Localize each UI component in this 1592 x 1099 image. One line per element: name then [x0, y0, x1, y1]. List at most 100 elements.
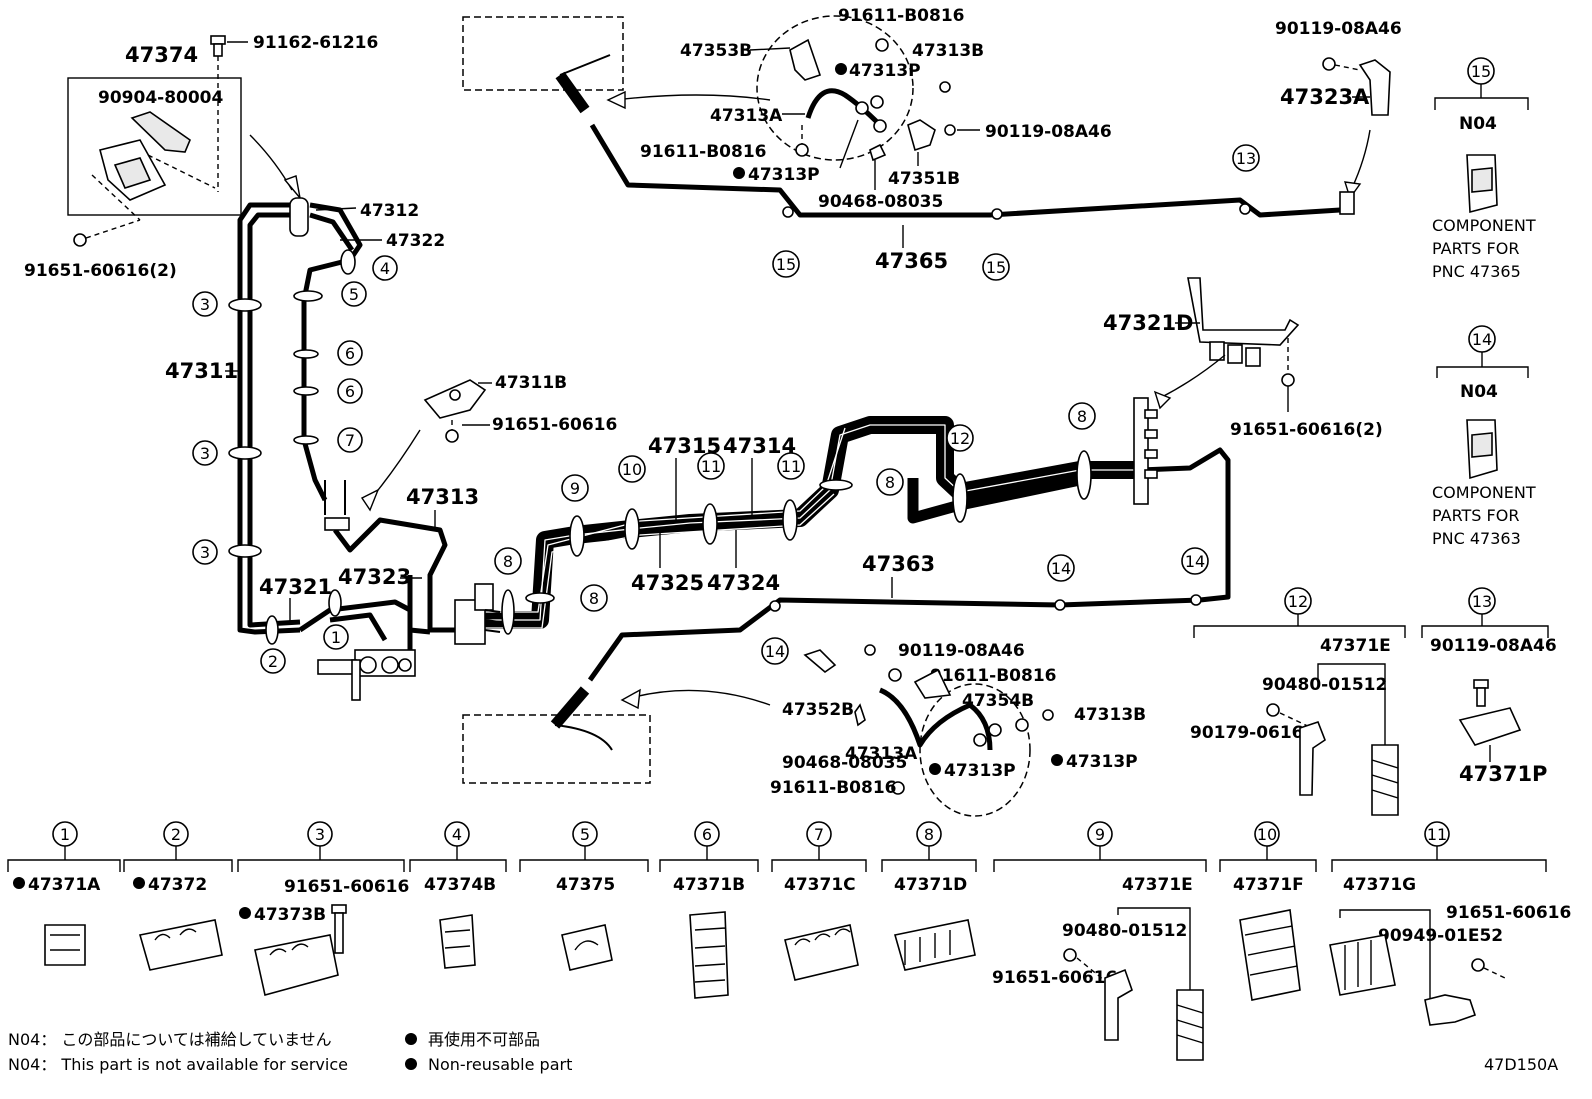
part-label-90904-80004[interactable]: 90904-80004 — [98, 88, 224, 108]
callout[interactable]: 13 — [1232, 144, 1260, 172]
part-label-47354B[interactable]: 47354B — [962, 691, 1034, 711]
pipe-47311 — [237, 202, 301, 635]
part-label-47313B-b[interactable]: 47313B — [1074, 705, 1146, 725]
part-label-47371G[interactable]: 47371G — [1343, 875, 1416, 895]
callout[interactable]: 8 — [580, 584, 608, 612]
callout[interactable]: 6 — [337, 378, 363, 404]
part-label-90119-08A46-b[interactable]: 90119-08A46 — [1275, 19, 1402, 39]
pipe-47365 — [589, 123, 1341, 218]
part-label-47312[interactable]: 47312 — [360, 201, 419, 221]
part-label-91611-B0816-a[interactable]: 91611-B0816 — [838, 6, 964, 26]
part-label-91611-B0816-b[interactable]: 91611-B0816 — [640, 142, 766, 162]
callout[interactable]: 14 — [1468, 325, 1496, 353]
callout[interactable]: 11 — [697, 452, 725, 480]
part-label-90179-06161[interactable]: 90179-06161 — [1190, 723, 1315, 743]
part-label-47313P-b[interactable]: 47313P — [748, 165, 820, 185]
callout[interactable]: 6 — [337, 340, 363, 366]
part-label-47313P-a[interactable]: 47313P — [849, 61, 921, 81]
part-label-47374[interactable]: 47374 — [125, 43, 198, 67]
part-label-47313A-a[interactable]: 47313A — [710, 106, 783, 126]
clip-slot-7: 7 47371C — [771, 821, 867, 981]
part-label-90119-08A46-c[interactable]: 90119-08A46 — [898, 641, 1025, 661]
part-label-47365[interactable]: 47365 — [875, 249, 948, 273]
part-label-47371P[interactable]: 47371P — [1459, 762, 1547, 786]
svg-text:6: 6 — [345, 382, 355, 401]
callout[interactable]: 14 — [761, 637, 789, 665]
part-label-47373B[interactable]: 47373B — [254, 905, 326, 925]
callout[interactable]: 15 — [982, 253, 1010, 281]
part-label-47371B[interactable]: 47371B — [673, 875, 745, 895]
part-label-47371F[interactable]: 47371F — [1233, 875, 1304, 895]
part-label-47313P-c[interactable]: 47313P — [944, 761, 1016, 781]
part-label-91651-60616[interactable]: 91651-60616 — [492, 415, 617, 435]
callout[interactable]: 15 — [772, 250, 800, 278]
part-label-91651-60616-c[interactable]: 91651-60616 — [992, 968, 1117, 988]
part-label-47313B-a[interactable]: 47313B — [912, 41, 984, 61]
callout[interactable]: 8 — [1068, 402, 1096, 430]
part-label-91651-60616-d[interactable]: 91651-60616 — [1446, 903, 1571, 923]
callout[interactable]: 8 — [876, 468, 904, 496]
part-label-47323[interactable]: 47323 — [338, 565, 411, 589]
callout[interactable]: 12 — [1284, 587, 1312, 615]
svg-text:8: 8 — [589, 589, 599, 608]
n04-label[interactable]: N04 — [1460, 382, 1498, 402]
part-label-90119-08A46-a[interactable]: 90119-08A46 — [985, 122, 1112, 142]
bottom-row-clips: 1 47371A 2 47372 3 91651-60616 47373B — [7, 821, 1571, 1061]
part-label-91611-B0816-c[interactable]: 91611-B0816 — [930, 666, 1056, 686]
part-label-47363[interactable]: 47363 — [862, 552, 935, 576]
part-label-47371D[interactable]: 47371D — [894, 875, 967, 895]
callout[interactable]: 13 — [1468, 587, 1496, 615]
part-label-90480-01512[interactable]: 90480-01512 — [1262, 675, 1387, 695]
part-label-47314[interactable]: 47314 — [723, 434, 796, 458]
svg-text:7: 7 — [345, 431, 355, 450]
part-label-47322[interactable]: 47322 — [386, 231, 445, 251]
part-label-91651-60616-2b[interactable]: 91651-60616(2) — [1230, 420, 1383, 440]
callout[interactable]: 14 — [1047, 554, 1075, 582]
part-label-47351B[interactable]: 47351B — [888, 169, 960, 189]
part-label-47313[interactable]: 47313 — [406, 485, 479, 509]
callout[interactable]: 10 — [618, 455, 646, 483]
part-label-91611-B0816-d[interactable]: 91611-B0816 — [770, 778, 896, 798]
part-label-47371C[interactable]: 47371C — [784, 875, 856, 895]
part-label-90468-08035-b[interactable]: 90468-08035 — [782, 753, 907, 773]
part-label-47313P-d[interactable]: 47313P — [1066, 752, 1138, 772]
callout[interactable]: 2 — [260, 648, 286, 674]
part-label-90468-08035-a[interactable]: 90468-08035 — [818, 192, 943, 212]
callout[interactable]: 1 — [323, 624, 349, 650]
part-label-90480-01512-b[interactable]: 90480-01512 — [1062, 921, 1187, 941]
part-label-90949-01E52[interactable]: 90949-01E52 — [1378, 926, 1503, 946]
part-label-47321[interactable]: 47321 — [259, 575, 332, 599]
component-text-line: PARTS FOR — [1432, 239, 1519, 258]
part-label-91651-60616-2[interactable]: 91651-60616(2) — [24, 261, 177, 281]
part-label-47321D[interactable]: 47321D — [1103, 311, 1194, 335]
callout[interactable]: 14 — [1181, 547, 1209, 575]
callout[interactable]: 11 — [777, 452, 805, 480]
part-label-47371A[interactable]: 47371A — [28, 875, 101, 895]
part-label-47353B[interactable]: 47353B — [680, 41, 752, 61]
part-label-91651-60616-b[interactable]: 91651-60616 — [284, 877, 409, 897]
callout[interactable]: 7 — [337, 427, 363, 453]
part-label-47374B[interactable]: 47374B — [424, 875, 496, 895]
callout[interactable]: 4 — [372, 255, 398, 281]
part-label-47371E-b[interactable]: 47371E — [1122, 875, 1193, 895]
arrow-icon — [1159, 354, 1226, 399]
part-label-47325[interactable]: 47325 — [631, 571, 704, 595]
callout[interactable]: 9 — [561, 474, 589, 502]
callout[interactable]: 3 — [192, 291, 218, 317]
callout[interactable]: 12 — [946, 424, 974, 452]
n04-label[interactable]: N04 — [1459, 114, 1497, 134]
callout[interactable]: 8 — [494, 547, 522, 575]
part-label-47311B[interactable]: 47311B — [495, 373, 567, 393]
callout[interactable]: 15 — [1467, 57, 1495, 85]
part-label-47375[interactable]: 47375 — [556, 875, 615, 895]
part-label-90119-08A46-d[interactable]: 90119-08A46 — [1430, 636, 1557, 656]
part-label-91162-61216[interactable]: 91162-61216 — [253, 33, 378, 53]
callout[interactable]: 3 — [192, 440, 218, 466]
part-label-47313A-b[interactable]: 47313A — [845, 744, 918, 764]
part-label-47352B[interactable]: 47352B — [782, 700, 854, 720]
callout[interactable]: 3 — [192, 539, 218, 565]
callout[interactable]: 5 — [341, 281, 367, 307]
part-label-47371E[interactable]: 47371E — [1320, 636, 1391, 656]
part-label-47372[interactable]: 47372 — [148, 875, 207, 895]
part-label-47324[interactable]: 47324 — [707, 571, 780, 595]
